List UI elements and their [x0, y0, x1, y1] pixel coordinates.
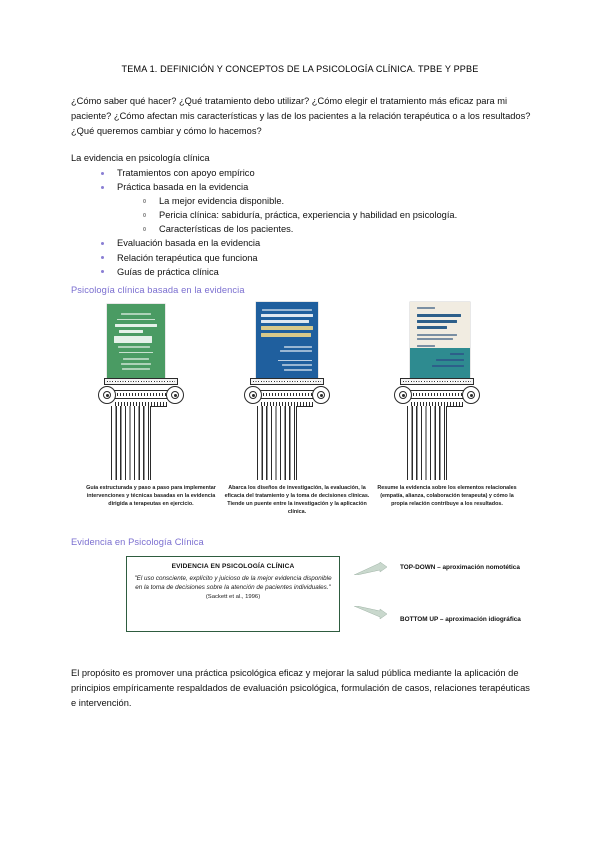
evidence-box-title: EVIDENCIA EN PSICOLOGÍA CLÍNICA	[171, 563, 295, 570]
ionic-capital-icon	[393, 378, 481, 408]
evidence-box-citation: (Sackett et al., 1996)	[205, 594, 261, 601]
book-figure-psychotherapy-relationships-that-work: Resume la evidencia sobre los elementos …	[370, 300, 524, 520]
list-item: Evaluación basada en la evidencia	[95, 236, 531, 250]
top-down-label: TOP-DOWN – aproximación nomotética	[400, 564, 520, 571]
evidence-diagram: EVIDENCIA EN PSICOLOGÍA CLÍNICA "El uso …	[70, 556, 532, 642]
list-item: Características de los pacientes.	[137, 222, 531, 236]
final-paragraph: El propósito es promover una práctica ps…	[71, 668, 530, 709]
list-item: Práctica basada en la evidencia	[95, 180, 531, 194]
list-item: Tratamientos con apoyo empírico	[95, 166, 531, 180]
book-figure-handbook-evidence-based-practice: Abarca los diseños de investigación, la …	[220, 300, 374, 520]
book-caption: Resume la evidencia sobre los elementos …	[377, 485, 517, 508]
top-down-arrow-icon	[354, 562, 394, 575]
bottom-up-arrow-icon	[354, 606, 394, 619]
list-item: Guías de práctica clínica	[95, 265, 531, 279]
bottom-up-label: BOTTOM UP – aproximación idiográfica	[400, 616, 521, 623]
column-shaft-icon	[257, 406, 297, 480]
evidence-definition-box: EVIDENCIA EN PSICOLOGÍA CLÍNICA "El uso …	[126, 556, 340, 632]
book-cover-psychotherapy-relationships-that-work	[410, 302, 470, 378]
page-title: TEMA 1. DEFINICIÓN Y CONCEPTOS DE LA PSI…	[121, 64, 479, 74]
section-heading-evidence-in-clinical-psychology: Evidencia en Psicología Clínica	[71, 537, 204, 547]
book-column-figures: Guía estructurada y paso a paso para imp…	[70, 300, 532, 520]
evidence-box-quote: "El uso consciente, explícito y juicioso…	[134, 574, 332, 592]
ionic-capital-icon	[243, 378, 331, 408]
book-caption: Guía estructurada y paso a paso para imp…	[86, 485, 216, 508]
evidence-list-intro: La evidencia en psicología clínica	[71, 153, 210, 163]
intro-paragraph: ¿Cómo saber qué hacer? ¿Qué tratamiento …	[71, 96, 531, 137]
list-item: Relación terapéutica que funciona	[95, 251, 531, 265]
ionic-capital-icon	[97, 378, 185, 408]
book-caption: Abarca los diseños de investigación, la …	[224, 485, 370, 516]
book-cover-treatments-that-work	[107, 304, 165, 378]
column-shaft-icon	[407, 406, 447, 480]
column-shaft-icon	[111, 406, 151, 480]
section-heading-evidence-based-psychology: Psicología clínica basada en la evidenci…	[71, 285, 245, 295]
book-figure-treatments-that-work: Guía estructurada y paso a paso para imp…	[74, 300, 228, 520]
list-item: La mejor evidencia disponible.	[137, 194, 531, 208]
book-cover-handbook-evidence-based-practice	[256, 302, 318, 380]
list-item: Pericia clínica: sabiduría, práctica, ex…	[137, 208, 531, 222]
evidence-list: Tratamientos con apoyo empírico Práctica…	[71, 166, 531, 279]
